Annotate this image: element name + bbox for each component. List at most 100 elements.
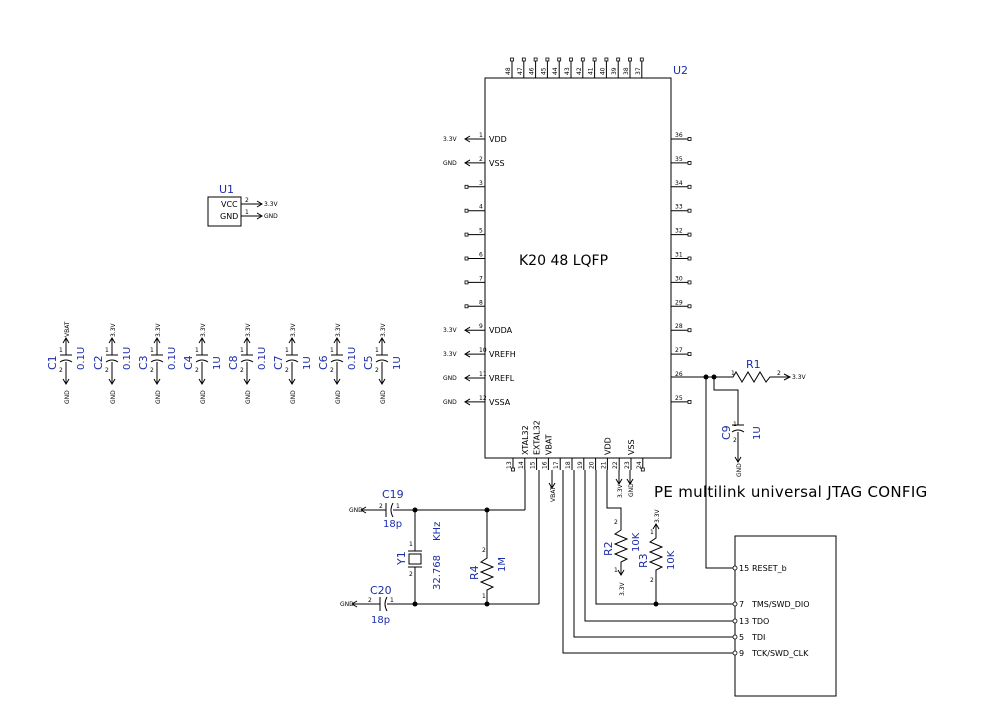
jtag-pin-marker (732, 650, 738, 656)
jtag-pin-name: RESET_b (752, 564, 787, 573)
u2-body (484, 77, 672, 459)
capacitor-pin1: 1 (240, 347, 244, 354)
r3-ref: R3 (637, 553, 650, 568)
r2-ref: R2 (602, 541, 615, 556)
capacitor-top-net: 3.3V (290, 322, 297, 337)
u2-pin-35: 35 (671, 156, 692, 165)
capacitor-top-net: 3.3V (380, 322, 387, 337)
capacitor-plate (150, 359, 164, 363)
capacitor-ref: C8 (227, 355, 240, 370)
u2-pin-number: 35 (675, 156, 683, 163)
u2-pin-18: 18 (565, 458, 573, 470)
capacitor-pin2: 2 (59, 367, 63, 374)
capacitor-plate (375, 359, 389, 363)
u2-pin-stub (687, 399, 692, 404)
capacitor-gnd-net: GND (110, 390, 117, 404)
u2-pin-name: VREFH (489, 350, 516, 359)
jtag-pin-marker (732, 565, 738, 571)
r3-value: 10K (666, 550, 677, 570)
u2-pin-number: 48 (505, 67, 512, 75)
u2-pin-net: 3.3V (443, 351, 458, 358)
r2-pin1: 1 (614, 567, 618, 574)
u2-pin-number: 33 (675, 204, 683, 211)
capacitor-value: 0.1U (76, 347, 87, 370)
u2-pin-number: 15 (530, 461, 537, 469)
u2-pin-number: 36 (675, 132, 683, 139)
capacitor-plate (195, 359, 209, 363)
y1-value: 32.768 (432, 555, 443, 590)
y1-pin2: 2 (409, 571, 413, 578)
u2-pin-13: 13 (506, 458, 515, 472)
u2-pin-name: XTAL32 (521, 425, 530, 455)
y1-ref: Y1 (395, 551, 408, 566)
u2-pin-number: 42 (576, 67, 583, 75)
u2-pin-46: 46 (529, 57, 538, 78)
u2-pin-37: 37 (635, 57, 644, 78)
r3-net: 3.3V (654, 508, 661, 523)
capacitor-ref: C6 (317, 355, 330, 370)
u2-pin-33: 33 (671, 204, 692, 213)
u1-vcc-label: VCC (221, 200, 238, 209)
u2-pin-number: 2 (479, 156, 483, 163)
capacitor-pin1: 1 (59, 347, 63, 354)
u2-pin-number: 22 (612, 461, 619, 469)
capacitor-value: 1U (212, 356, 223, 370)
u2-pin-20: 20 (589, 458, 597, 470)
capacitor-ref: C1 (46, 355, 59, 370)
u2-pin-number: 26 (675, 371, 683, 378)
capacitor-ref: C7 (272, 355, 285, 370)
junction-dot (412, 507, 418, 513)
capacitor-gnd-net: GND (380, 390, 387, 404)
u2-pin-number: 27 (675, 347, 683, 354)
capacitor-pin2: 2 (195, 367, 199, 374)
u2-pin-42: 42 (576, 57, 585, 78)
c19-ref: C19 (382, 488, 404, 501)
u2-pin-stub (592, 57, 597, 62)
capacitor-top-net: 3.3V (335, 322, 342, 337)
capacitor-value: 0.1U (167, 347, 178, 370)
u2-pin-31: 31 (671, 252, 692, 261)
jtag-pin-name: TDO (751, 617, 769, 626)
u2-pin-number: 16 (541, 461, 548, 469)
capacitor-pin1: 1 (375, 347, 379, 354)
jtag-pin-marker (732, 634, 738, 640)
c20-pin1: 1 (390, 597, 394, 604)
u2-pin-5: 5 (464, 228, 485, 237)
u2-pin-22: 22 (612, 458, 620, 470)
c19-value: 18p (383, 519, 402, 530)
u2-pin-41: 41 (588, 57, 597, 78)
u2-pin-number: 45 (540, 67, 547, 75)
jtag-pin-marker (732, 618, 738, 624)
u2-pin-number: 47 (517, 67, 524, 75)
u2-pin-19: 19 (577, 458, 585, 470)
u2-pin-number: 29 (675, 299, 683, 306)
u2-pin-3: 3 (464, 180, 485, 189)
u2-pin-net: GND (443, 399, 457, 406)
capacitor-plate (285, 359, 299, 363)
u2-pin-stub (616, 57, 621, 62)
u1-net-gnd: GND (264, 213, 278, 220)
u2-pin-7: 7 (464, 275, 485, 285)
capacitor-top-net: 3.3V (200, 322, 207, 337)
u2-pin-number: 4 (479, 204, 483, 211)
u2-pin-28: 28 (671, 323, 692, 333)
capacitor-top-net: 3.3V (155, 322, 162, 337)
capacitor-pin2: 2 (105, 367, 109, 374)
u2-pin-stub (640, 467, 645, 472)
capacitor-value: 1U (302, 356, 313, 370)
u2-pin-number: 43 (564, 67, 571, 75)
u2-pin-number: 28 (675, 323, 683, 330)
jtag-pin-name: TDI (751, 633, 765, 642)
u2-pin-name: VDD (603, 437, 612, 455)
pin22-net: 3.3V (617, 483, 624, 498)
